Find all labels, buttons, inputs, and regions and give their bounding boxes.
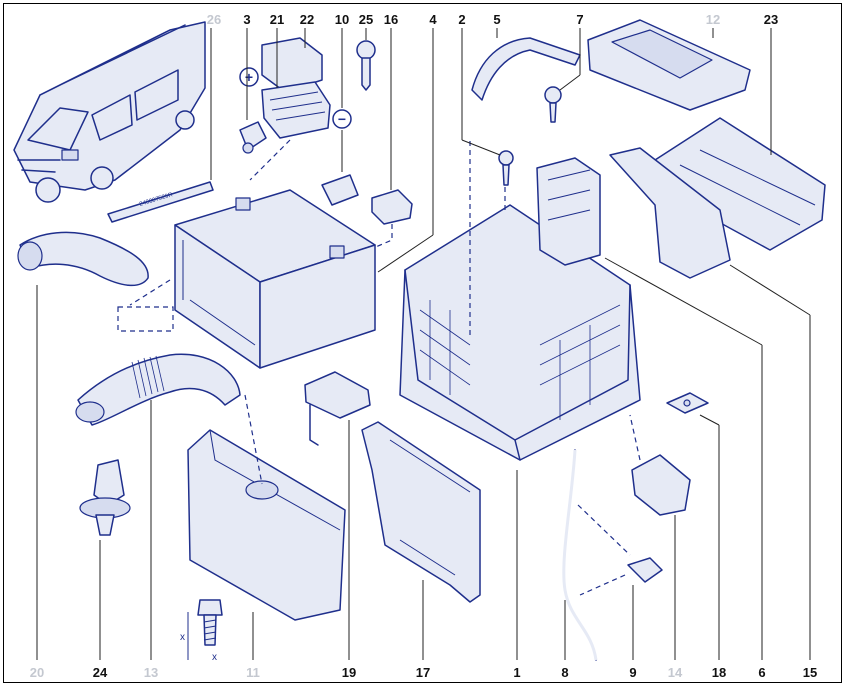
callout-1: 1 xyxy=(513,665,521,680)
callout-25: 25 xyxy=(358,12,374,27)
bracket-part-17 xyxy=(361,421,481,660)
callout-24: 24 xyxy=(92,665,108,680)
battery-cover-part-11 xyxy=(187,394,346,660)
callout-22: 22 xyxy=(299,12,315,27)
callout-10: 10 xyxy=(334,12,350,27)
callout-19: 19 xyxy=(341,665,357,680)
callout-2: 2 xyxy=(458,12,466,27)
callout-14: 14 xyxy=(667,665,683,680)
callout-15: 15 xyxy=(802,665,818,680)
callout-12: 12 xyxy=(705,12,721,27)
negative-terminal-part-10: − xyxy=(321,28,359,206)
pad-part-18 xyxy=(666,392,720,660)
battery-strap-part-26: 240807529R xyxy=(107,28,214,223)
air-duct-part-20 xyxy=(17,231,149,660)
terminal-block-part-19 xyxy=(304,371,371,660)
callout-21: 21 xyxy=(269,12,285,27)
callout-17: 17 xyxy=(415,665,431,680)
fuse-holder-part-6 xyxy=(536,157,763,660)
callout-20: 20 xyxy=(29,665,45,680)
callout-7: 7 xyxy=(576,12,584,27)
callout-26: 26 xyxy=(206,12,222,27)
mount-part-15 xyxy=(609,147,811,660)
screw-part-2 xyxy=(461,28,514,186)
callout-8: 8 xyxy=(561,665,569,680)
positive-terminal-part-3: + xyxy=(239,28,267,154)
grommet-part-14 xyxy=(629,414,691,660)
callout-13: 13 xyxy=(143,665,159,680)
plus-symbol: + xyxy=(245,69,253,85)
callout-11: 11 xyxy=(246,665,260,680)
screw-part-7 xyxy=(544,28,581,123)
bolt-with-dimensions: x x xyxy=(180,599,223,663)
hold-down-part-5 xyxy=(471,28,581,101)
bolt-part-25 xyxy=(356,28,376,91)
dim-x-horizontal: x xyxy=(212,652,217,663)
callout-4: 4 xyxy=(429,12,437,27)
callout-3: 3 xyxy=(243,12,251,27)
callout-9: 9 xyxy=(629,665,637,680)
cover-part-12 xyxy=(587,19,751,111)
fuse-box-part-21-22 xyxy=(249,28,331,181)
minus-symbol: − xyxy=(338,111,346,127)
callout-23: 23 xyxy=(763,12,779,27)
callout-16: 16 xyxy=(383,12,399,27)
callout-18: 18 xyxy=(711,665,727,680)
battery-tray-part-1 xyxy=(399,140,641,660)
callout-6: 6 xyxy=(758,665,766,680)
battery-part-4 xyxy=(117,28,434,369)
clip-part-9 xyxy=(579,557,663,660)
vent-tube-part-8 xyxy=(562,449,631,661)
callout-5: 5 xyxy=(493,12,501,27)
van-illustration xyxy=(13,21,206,203)
connector-part-16 xyxy=(349,28,413,259)
dim-x-vertical: x xyxy=(180,632,185,643)
clip-part-24 xyxy=(79,459,131,660)
corrugated-duct-part-13 xyxy=(75,353,241,660)
